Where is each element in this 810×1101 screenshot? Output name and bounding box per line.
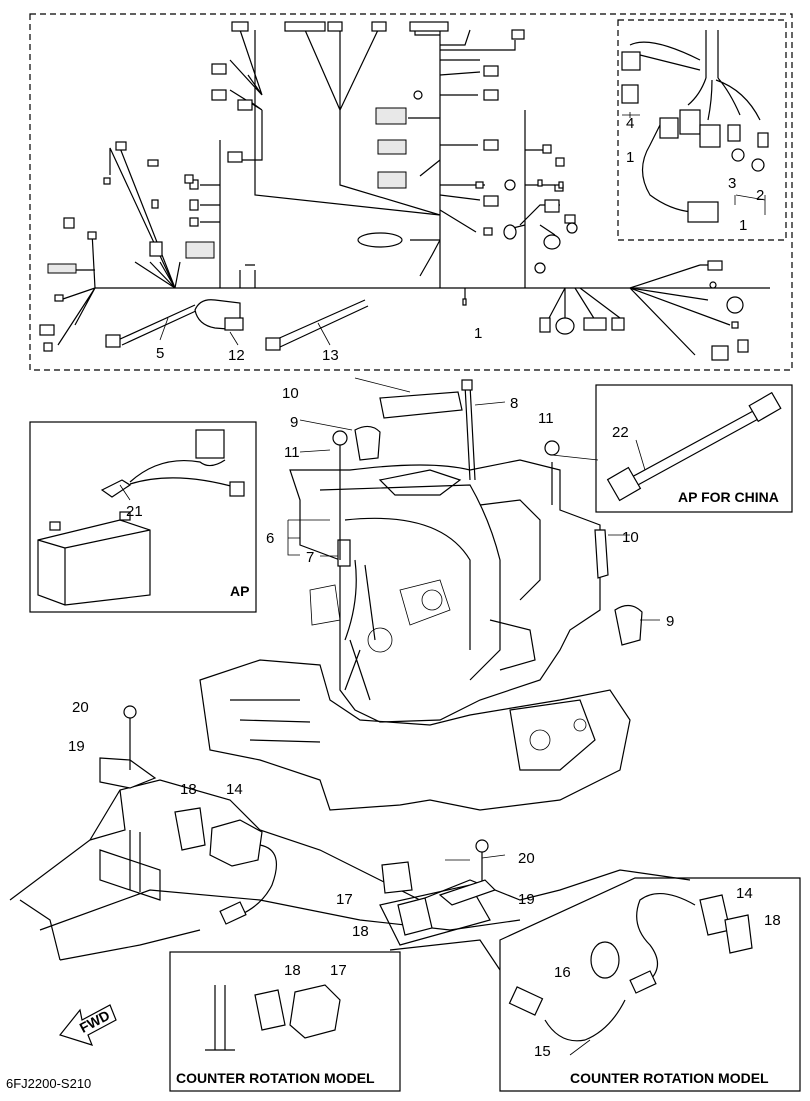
callout-inset-1b: 1 xyxy=(739,217,747,234)
callout-5: 5 xyxy=(156,345,164,362)
callout-17a: 17 xyxy=(336,891,353,908)
callout-10b: 10 xyxy=(622,529,639,546)
callout-19b: 19 xyxy=(518,891,535,908)
counter-rotation-inset-2-label: COUNTER ROTATION MODEL xyxy=(570,1070,769,1086)
harness-box-border xyxy=(29,13,793,371)
harness-inset-box xyxy=(617,19,787,241)
counter-rotation-inset-1 xyxy=(169,951,401,1092)
counter-rotation-inset-2-border xyxy=(499,877,801,1092)
tie-strap-5 xyxy=(105,304,199,348)
callout-11b: 11 xyxy=(538,410,554,427)
counter-rotation-inset-1-label: COUNTER ROTATION MODEL xyxy=(176,1070,375,1086)
ap-inset xyxy=(29,421,257,613)
harness-connectors xyxy=(39,21,749,361)
callout-20a: 20 xyxy=(72,699,89,716)
harness-section xyxy=(29,13,793,371)
callout-13: 13 xyxy=(322,347,339,364)
callout-harness-1: 1 xyxy=(474,325,482,342)
ap-china-inset xyxy=(595,384,793,513)
callout-18d: 18 xyxy=(764,912,781,929)
callout-20b: 20 xyxy=(518,850,535,867)
callout-inset-4: 4 xyxy=(626,115,634,132)
callout-12: 12 xyxy=(228,347,245,364)
lower-base-assembly xyxy=(9,705,691,971)
drawing-code: 6FJ2200-S210 xyxy=(6,1076,91,1091)
counter-rotation-inset-2 xyxy=(499,877,801,1092)
callout-21: 21 xyxy=(126,503,143,520)
callout-10a: 10 xyxy=(282,385,299,402)
callout-inset-1: 1 xyxy=(626,149,634,166)
strap-13 xyxy=(265,299,369,351)
callout-18c: 18 xyxy=(284,962,301,979)
ap-china-inset-border xyxy=(595,384,793,513)
engine-bracket-assembly xyxy=(199,377,660,811)
fwd-direction-arrow: FWD xyxy=(58,1004,117,1046)
clamp-12 xyxy=(194,299,244,346)
callout-14a: 14 xyxy=(226,781,243,798)
callout-19a: 19 xyxy=(68,738,85,755)
callout-labels: 1 4 1 3 2 1 5 12 13 10 8 9 11 11 10 9 6 … xyxy=(6,115,781,1091)
callout-inset-3: 3 xyxy=(728,175,736,192)
callout-15: 15 xyxy=(534,1043,551,1060)
callout-18a: 18 xyxy=(180,781,197,798)
callout-16: 16 xyxy=(554,964,571,981)
callout-11a: 11 xyxy=(284,444,300,461)
callout-inset-2: 2 xyxy=(756,187,764,204)
ap-china-inset-label: AP FOR CHINA xyxy=(678,489,779,505)
ap-inset-label: AP xyxy=(230,583,249,599)
inset-harness xyxy=(621,30,769,223)
callout-9b: 9 xyxy=(666,613,674,630)
callout-17b: 17 xyxy=(330,962,347,979)
wire-harness-1 xyxy=(50,28,770,356)
callout-18b: 18 xyxy=(352,923,369,940)
ap-inset-border xyxy=(29,421,257,613)
callout-22: 22 xyxy=(612,424,629,441)
callout-6: 6 xyxy=(266,530,274,547)
counter-rotation-inset-1-border xyxy=(169,951,401,1092)
callout-14b: 14 xyxy=(736,885,753,902)
callout-7: 7 xyxy=(306,549,314,566)
callout-8: 8 xyxy=(510,395,518,412)
callout-9a: 9 xyxy=(290,414,298,431)
